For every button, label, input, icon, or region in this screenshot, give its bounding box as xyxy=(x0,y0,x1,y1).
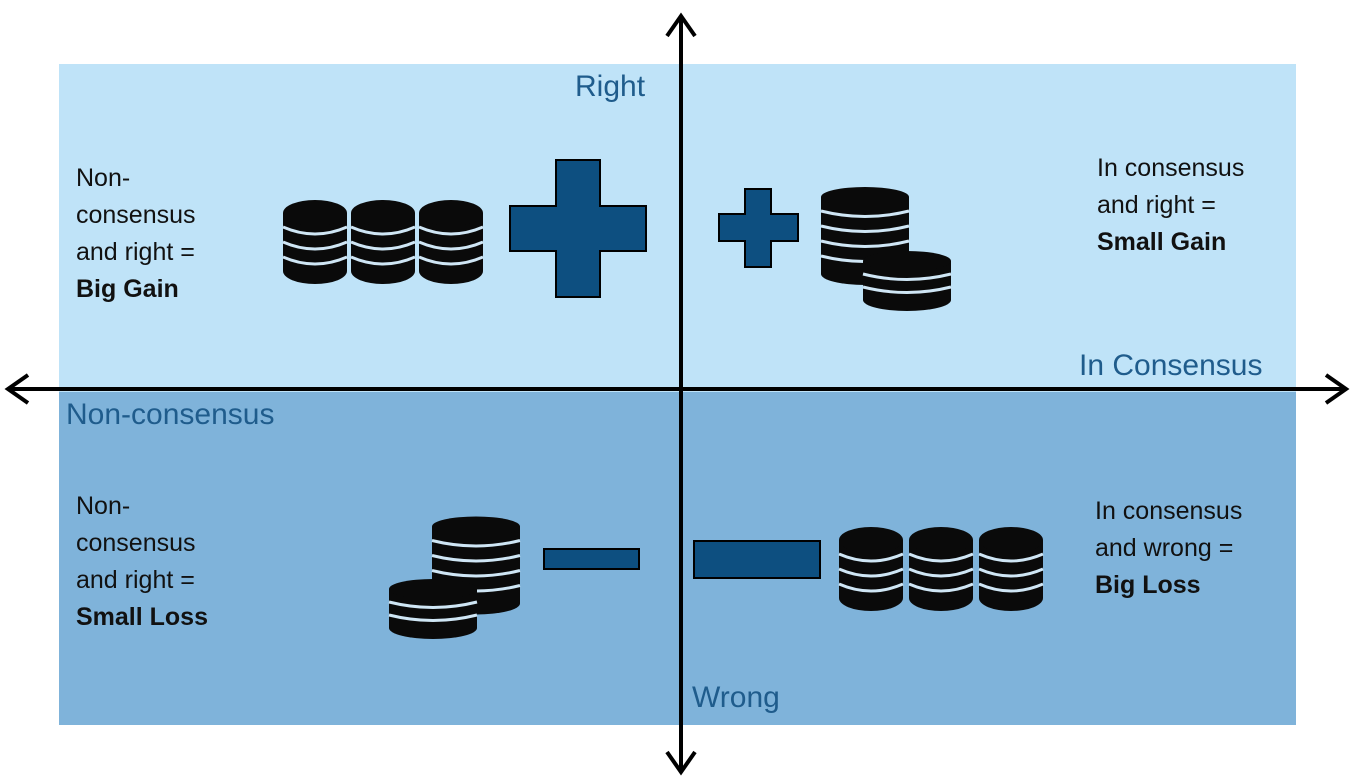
outcome-label: Small Loss xyxy=(76,603,208,631)
description-line: Non- xyxy=(76,492,131,520)
description-line: and wrong = xyxy=(1095,534,1234,562)
big-plus-icon xyxy=(509,159,647,298)
outcome-label: Small Gain xyxy=(1097,228,1227,256)
description-line: In consensus xyxy=(1095,497,1243,525)
axis-label-right: In Consensus xyxy=(1079,349,1263,382)
coin-stacks-big-gain-icon xyxy=(282,198,484,286)
coin-stacks-big-loss-icon xyxy=(838,525,1044,613)
bottom-quadrants-background xyxy=(59,392,1296,725)
axis-label-left: Non-consensus xyxy=(66,398,275,431)
description-line: and right = xyxy=(76,238,195,266)
small-minus-icon xyxy=(543,548,640,570)
description-line: Non- xyxy=(76,164,131,192)
quadrant-bottom-left-text: Non- consensus and right = Small Loss xyxy=(76,488,208,636)
axis-label-bottom: Wrong xyxy=(692,681,780,714)
outcome-label: Big Gain xyxy=(76,275,179,303)
top-quadrants-background xyxy=(59,64,1296,392)
quadrant-bottom-right-text: In consensus and wrong = Big Loss xyxy=(1095,493,1242,604)
horizontal-axis-arrow-icon xyxy=(4,373,1350,405)
description-line: and right = xyxy=(1097,191,1216,219)
coin-stacks-small-loss-icon xyxy=(388,514,521,640)
quadrant-top-right-text: In consensus and right = Small Gain xyxy=(1097,150,1244,261)
description-line: and right = xyxy=(76,566,195,594)
outcome-label: Big Loss xyxy=(1095,571,1201,599)
description-line: consensus xyxy=(76,201,196,229)
small-plus-icon xyxy=(718,188,799,268)
description-line: In consensus xyxy=(1097,154,1245,182)
vertical-axis-arrow-icon xyxy=(665,12,697,776)
quadrant-top-left-text: Non- consensus and right = Big Gain xyxy=(76,160,196,308)
axis-label-top: Right xyxy=(575,70,646,103)
big-minus-icon xyxy=(693,540,821,579)
coin-stacks-small-gain-icon xyxy=(820,185,952,312)
description-line: consensus xyxy=(76,529,196,557)
